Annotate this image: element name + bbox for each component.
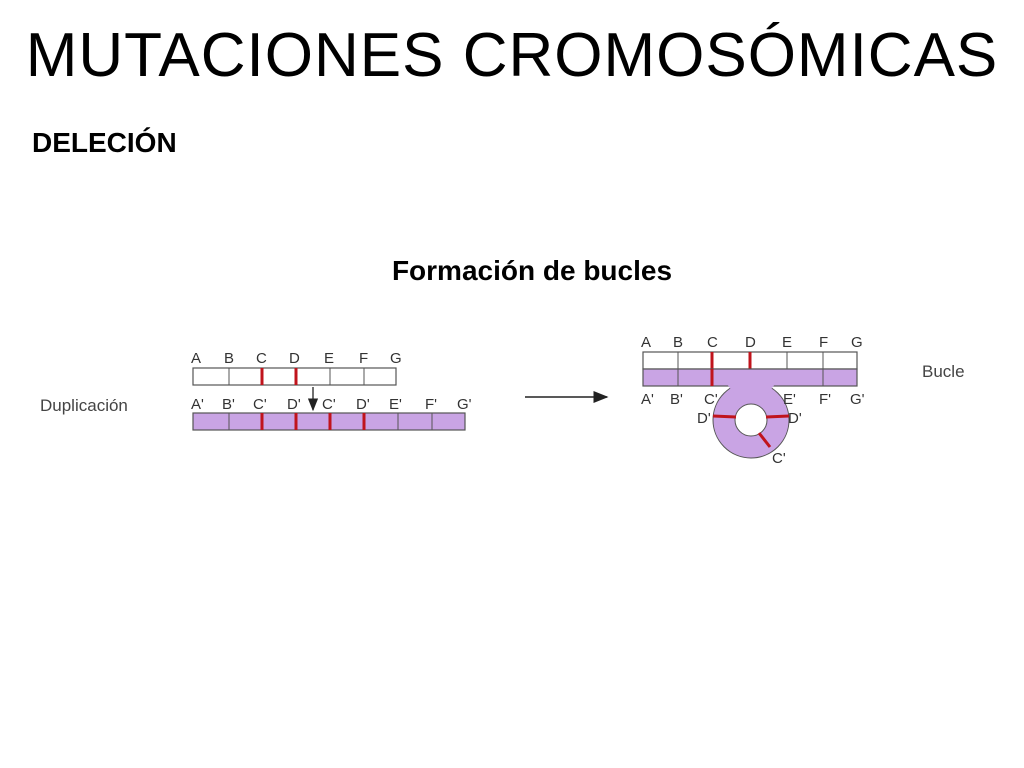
gene-label: A' <box>641 391 654 408</box>
gene-label: C <box>707 334 718 351</box>
gene-label: E' <box>783 391 796 408</box>
gene-label: F <box>819 334 828 351</box>
gene-label: A <box>641 334 651 351</box>
right-loop-gene-labels: D' D' C' <box>697 410 802 467</box>
gene-label: G' <box>457 396 472 413</box>
gene-label: A' <box>191 396 204 413</box>
gene-label: A <box>191 350 201 367</box>
gene-label: C <box>256 350 267 367</box>
page-title: MUTACIONES CROMOSÓMICAS <box>25 21 999 90</box>
right-looped-chromosome <box>642 368 858 459</box>
figure-caption: Formación de bucles <box>391 255 673 286</box>
gene-label: D <box>745 334 756 351</box>
gene-label: C' <box>772 450 786 467</box>
gene-label: B <box>673 334 683 351</box>
right-bottom-gene-labels: A' B' C' E' F' G' <box>641 391 865 408</box>
gene-label: D' <box>788 410 802 427</box>
gene-label: D <box>289 350 300 367</box>
section-subtitle: DELECIÓN <box>32 127 177 158</box>
duplication-label: Duplicación <box>40 396 128 415</box>
gene-label: D' <box>697 410 711 427</box>
left-bottom-gene-labels: A' B' C' D' C' D' E' F' G' <box>191 396 472 413</box>
left-duplicated-chromosome <box>192 412 466 431</box>
right-normal-chromosome <box>642 351 858 370</box>
gene-label: E <box>782 334 792 351</box>
loop-label: Bucle <box>922 362 965 381</box>
gene-label: F <box>359 350 368 367</box>
gene-label: D' <box>356 396 370 413</box>
gene-label: F' <box>425 396 437 413</box>
gene-label: B <box>224 350 234 367</box>
gene-label: C' <box>253 396 267 413</box>
left-normal-chromosome <box>192 367 397 386</box>
gene-label: E' <box>389 396 402 413</box>
right-top-gene-labels: A B C D E F G <box>641 334 863 351</box>
gene-label: F' <box>819 391 831 408</box>
gene-label: C' <box>704 391 718 408</box>
gene-label: D' <box>287 396 301 413</box>
gene-label: B' <box>670 391 683 408</box>
left-top-gene-labels: A B C D E F G <box>191 350 402 367</box>
gene-label: B' <box>222 396 235 413</box>
gene-label: G' <box>850 391 865 408</box>
gene-label: C' <box>322 396 336 413</box>
gene-label: E <box>324 350 334 367</box>
gene-label: G <box>851 334 863 351</box>
gene-label: G <box>390 350 402 367</box>
